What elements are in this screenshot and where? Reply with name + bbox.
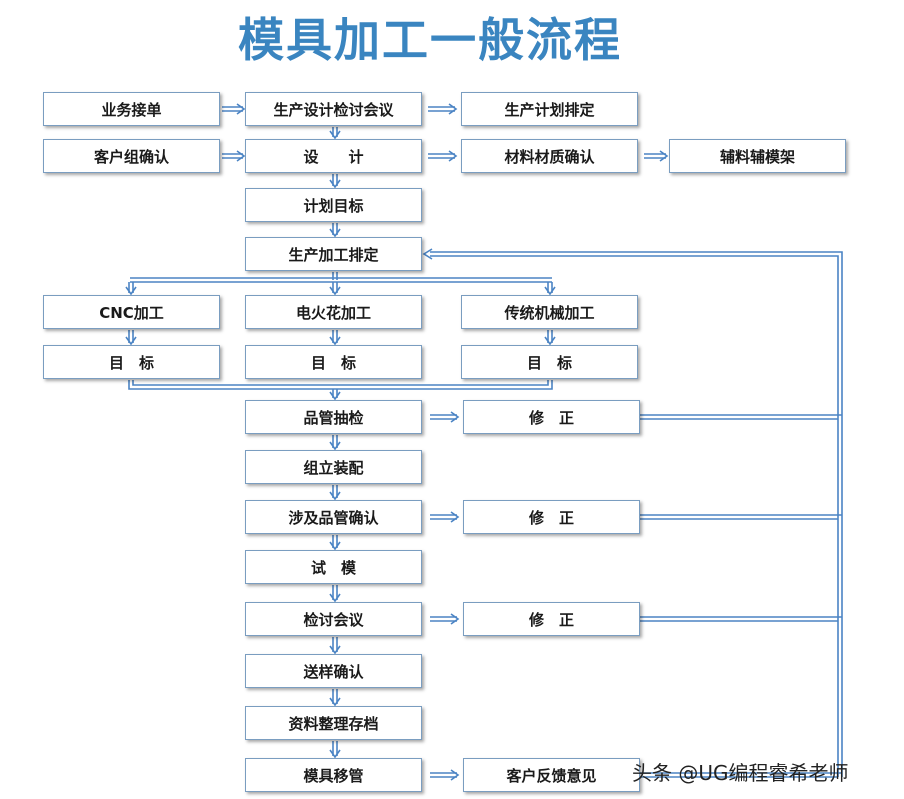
watermark-text: 头条 @UG编程睿希老师: [632, 761, 849, 785]
loop-vert-a: [430, 251, 843, 777]
node-jiantao-huiyi: 检讨会议: [245, 602, 422, 636]
arrow-split-ct-head: [544, 286, 556, 296]
arrow-v8-head: [329, 645, 341, 655]
merge-bar-a: [128, 380, 553, 390]
arrow-jiantao-to-xiuzheng-head: [450, 613, 460, 625]
arrow-split-cnc-head: [125, 286, 137, 296]
arrow-v6-head: [329, 541, 341, 551]
arrow-v5-head: [329, 491, 341, 501]
node-kehu-fankui-yijian: 客户反馈意见: [463, 758, 640, 792]
node-zuli-zhuangpei: 组立装配: [245, 450, 422, 484]
arrow-sheji-to-jihua-head: [448, 103, 458, 115]
arrow-pinguan-to-xiuzheng-head: [450, 411, 460, 423]
arrow-cnc-mubiao-head: [125, 336, 137, 346]
arrow-cailiao-to-fuliao-head: [659, 150, 669, 162]
node-mubiao-dianhuohua: 目 标: [245, 345, 422, 379]
node-ziliao-zhengli-cundang: 资料整理存档: [245, 706, 422, 740]
arrow-v10-head: [329, 749, 341, 759]
node-kehu-zu-queren: 客户组确认: [43, 139, 220, 173]
node-xiuzheng-1: 修 正: [463, 400, 640, 434]
node-shimo: 试 模: [245, 550, 422, 584]
arrow-split-dhh-head: [329, 286, 341, 296]
node-cnc-jiagong: CNC加工: [43, 295, 220, 329]
node-muju-yiguan: 模具移管: [245, 758, 422, 792]
arrow-yewu-to-sheji-head: [236, 103, 246, 115]
arrow-sheji-pinguan-to-xiuzheng-head: [450, 511, 460, 523]
node-sheji: 设 计: [245, 139, 422, 173]
arrow-kehu-to-sheji-head: [236, 150, 246, 162]
arrow-merge-pinguan-head: [329, 391, 341, 401]
arrow-v3-head: [329, 228, 341, 238]
diagram-title: 模具加工一般流程: [238, 13, 622, 67]
node-shengchan-jihua-paiding: 生产计划排定: [461, 92, 638, 126]
node-cailiao-caizhi-queren: 材料材质确认: [461, 139, 638, 173]
arrow-v1-head: [329, 130, 341, 140]
node-fuliao-fumojia: 辅料辅模架: [669, 139, 846, 173]
node-xiuzheng-2: 修 正: [463, 500, 640, 534]
node-songyang-queren: 送样确认: [245, 654, 422, 688]
node-sheji-pinguan-queren: 涉及品管确认: [245, 500, 422, 534]
node-dianhuohua-jiagong: 电火花加工: [245, 295, 422, 329]
arrow-yiguan-to-fankui-head: [450, 769, 460, 781]
merge-bar-b: [132, 380, 549, 386]
arrow-v9-head: [329, 697, 341, 707]
node-shengchan-jiagong-paiding: 生产加工排定: [245, 237, 422, 271]
node-pinguan-choujian: 品管抽检: [245, 400, 422, 434]
node-mubiao-chuantong: 目 标: [461, 345, 638, 379]
arrow-v2-head: [329, 179, 341, 189]
node-shengchan-sheji-huiyi: 生产设计检讨会议: [245, 92, 422, 126]
arrow-v4-head: [329, 441, 341, 451]
arrow-sheji-to-cailiao-head: [448, 150, 458, 162]
loop-vert-b: [430, 255, 839, 777]
arrow-v7-head: [329, 593, 341, 603]
arrow-dhh-mubiao-head: [329, 336, 341, 346]
node-jihua-mubiao: 计划目标: [245, 188, 422, 222]
node-mubiao-cnc: 目 标: [43, 345, 220, 379]
loop-head: [422, 248, 433, 260]
arrow-ct-mubiao-head: [544, 336, 556, 346]
node-xiuzheng-3: 修 正: [463, 602, 640, 636]
node-chuantong-jixie-jiagong: 传统机械加工: [461, 295, 638, 329]
node-yewu-jiedan: 业务接单: [43, 92, 220, 126]
